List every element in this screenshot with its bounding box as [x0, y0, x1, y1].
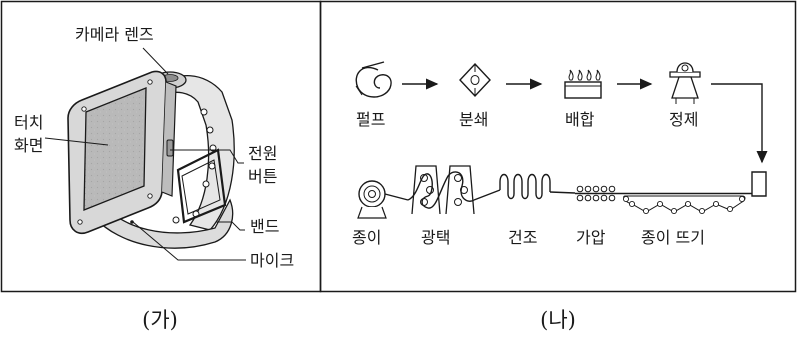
- label-band: 밴드: [250, 217, 279, 236]
- step-mix: 배합: [565, 110, 595, 129]
- label-touch-screen-2: 화면: [14, 136, 43, 155]
- step-gloss: 광택: [421, 228, 450, 247]
- dryer-path: [499, 173, 551, 200]
- power-button: [166, 139, 174, 157]
- grinder-icon: [459, 62, 491, 98]
- label-camera-lens: 카메라 렌즈: [75, 25, 154, 44]
- caption-b: (나): [540, 308, 576, 332]
- headbox: [751, 171, 767, 197]
- label-power-button-1: 전원: [248, 144, 277, 163]
- refiner-icon: [669, 62, 701, 104]
- step-forming: 종이 뜨기: [641, 228, 705, 247]
- step-pulp: 펄프: [356, 110, 385, 129]
- label-mic: 마이크: [250, 251, 294, 270]
- paper-roll-icon: [357, 180, 387, 219]
- step-refine: 정제: [669, 110, 698, 129]
- forming-wire: [622, 195, 746, 215]
- touch-screen: [83, 87, 147, 211]
- gloss-calender: [407, 165, 475, 215]
- panel-b-frame: [319, 0, 797, 293]
- step-grind: 분쇄: [459, 110, 488, 129]
- label-power-button-2: 버튼: [248, 167, 277, 186]
- step-dry: 건조: [508, 228, 537, 247]
- press-rollers: [576, 185, 616, 202]
- label-touch-screen-1: 터치: [14, 113, 43, 132]
- step-paper: 종이: [352, 228, 381, 247]
- mixing-tank-icon: [564, 69, 602, 99]
- step-press: 가압: [576, 228, 606, 247]
- caption-a: (가): [142, 308, 178, 332]
- smartwatch-illustration: [67, 70, 235, 249]
- mic-hole: [130, 220, 134, 224]
- pulp-roll-icon: [355, 61, 392, 98]
